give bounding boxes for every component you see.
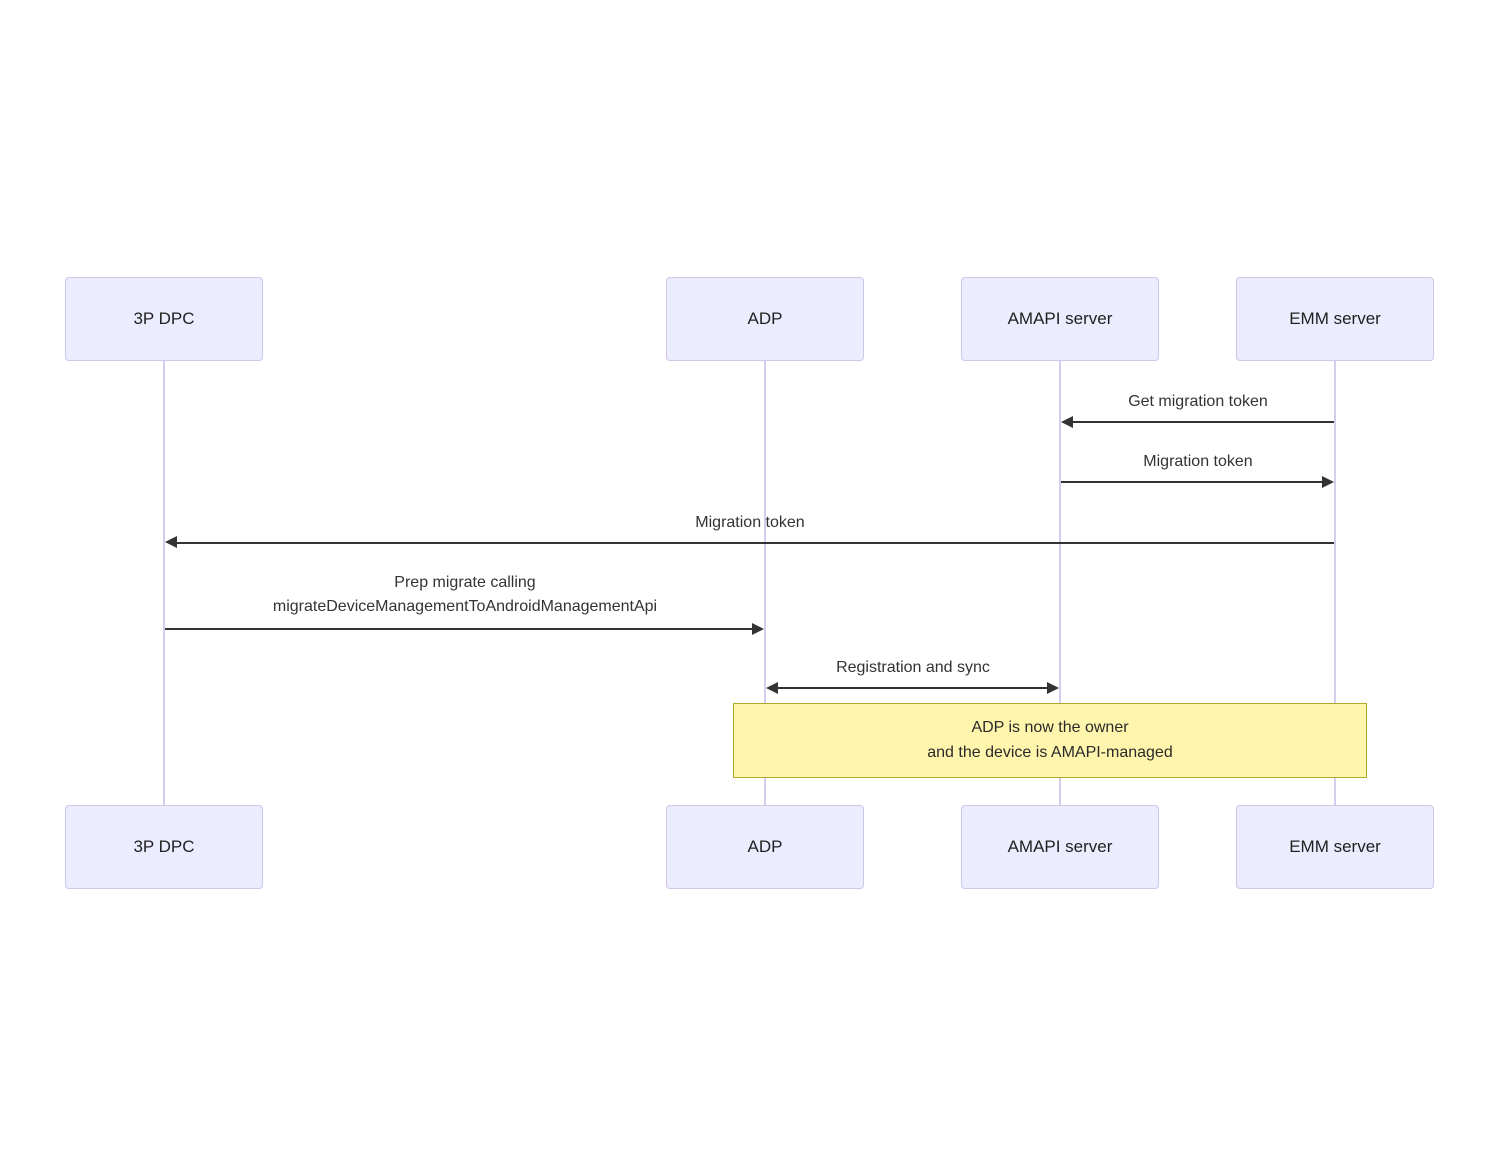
lifeline-emm-server	[1334, 361, 1336, 805]
actor-emm-server-bottom: EMM server	[1236, 805, 1434, 889]
actor-emm-server-top: EMM server	[1236, 277, 1434, 361]
actor-3p-dpc-top: 3P DPC	[65, 277, 263, 361]
arrowhead-right-icon	[1047, 682, 1059, 694]
actor-adp-bottom: ADP	[666, 805, 864, 889]
message-label-line: Prep migrate calling	[394, 574, 536, 591]
message-arrow	[1071, 421, 1334, 423]
actor-adp-top: ADP	[666, 277, 864, 361]
message-label: Migration token	[695, 514, 805, 531]
message-label: Prep migrate calling migrateDeviceManage…	[165, 571, 765, 619]
message-arrow	[175, 542, 1334, 544]
note-line: and the device is AMAPI-managed	[927, 744, 1173, 761]
arrowhead-right-icon	[752, 623, 764, 635]
note-box: ADP is now the owner and the device is A…	[733, 703, 1367, 778]
message-label: Get migration token	[1128, 393, 1268, 410]
note-line: ADP is now the owner	[971, 719, 1129, 736]
arrowhead-left-icon	[766, 682, 778, 694]
message-arrow	[1061, 481, 1324, 483]
message-arrow	[776, 687, 1048, 689]
message-arrow	[165, 628, 754, 630]
arrowhead-left-icon	[165, 536, 177, 548]
message-label-line: migrateDeviceManagementToAndroidManageme…	[272, 598, 658, 615]
arrowhead-right-icon	[1322, 476, 1334, 488]
arrowhead-left-icon	[1061, 416, 1073, 428]
actor-3p-dpc-bottom: 3P DPC	[65, 805, 263, 889]
lifeline-3p-dpc	[163, 361, 165, 805]
message-label: Registration and sync	[836, 659, 990, 676]
actor-amapi-server-bottom: AMAPI server	[961, 805, 1159, 889]
message-label: Migration token	[1143, 453, 1253, 470]
actor-amapi-server-top: AMAPI server	[961, 277, 1159, 361]
lifeline-adp	[764, 361, 766, 805]
lifeline-amapi-server	[1059, 361, 1061, 805]
